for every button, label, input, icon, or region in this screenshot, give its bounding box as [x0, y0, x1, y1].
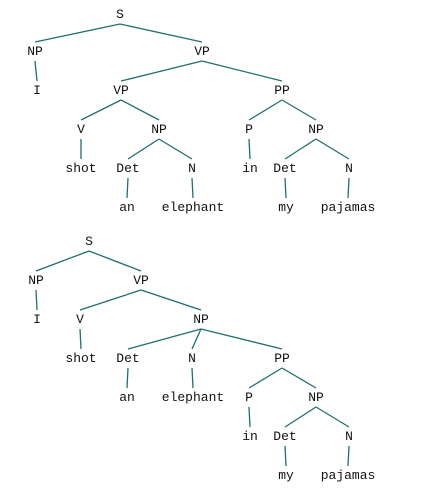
tree-edge: [347, 177, 350, 199]
word-in: in: [242, 161, 258, 176]
tree-edge: [79, 328, 82, 350]
tree-edge: [191, 367, 194, 389]
word-shot: shot: [65, 351, 96, 366]
word-shot: shot: [65, 161, 96, 176]
tree-edge: [120, 99, 160, 121]
tree-edge: [80, 99, 122, 121]
node-n: N: [345, 161, 353, 176]
node-det: Det: [273, 161, 296, 176]
tree-edge: [191, 177, 194, 199]
node-det: Det: [116, 351, 139, 366]
tree-edge: [248, 138, 251, 160]
tree-edge: [284, 177, 287, 199]
tree-edge: [201, 60, 283, 82]
node-v: V: [76, 312, 84, 327]
node-s: S: [85, 234, 93, 249]
node-s: S: [116, 7, 124, 22]
node-np: NP: [151, 122, 167, 137]
word-in: in: [242, 429, 258, 444]
tree-edge: [35, 250, 90, 272]
node-n: N: [188, 351, 196, 366]
word-elephant: elephant: [162, 390, 224, 405]
node-pp: PP: [274, 351, 290, 366]
word-my: my: [278, 200, 294, 215]
tree-edge: [191, 328, 202, 350]
tree-edge: [284, 138, 317, 160]
word-pajamas: pajamas: [321, 200, 376, 215]
tree-edge: [79, 289, 142, 311]
tree-edge: [248, 406, 251, 428]
word-elephant: elephant: [162, 200, 224, 215]
tree-edge: [347, 445, 350, 467]
tree-edge: [315, 406, 350, 428]
node-np: NP: [27, 44, 43, 59]
node-vp: VP: [133, 273, 149, 288]
tree-edge: [281, 99, 317, 121]
node-np: NP: [308, 390, 324, 405]
word-i: I: [33, 83, 41, 98]
node-det: Det: [116, 161, 139, 176]
node-p: P: [245, 390, 253, 405]
tree-edge: [126, 367, 129, 389]
parse-tree-1: I NP shot Van Det elephant N NP VP in Pmy Det pajama…: [27, 7, 375, 215]
node-pp: PP: [274, 83, 290, 98]
word-an: an: [119, 200, 135, 215]
tree-edge: [88, 250, 142, 272]
tree-edge: [127, 138, 160, 160]
node-n: N: [345, 429, 353, 444]
tree-edge: [284, 445, 287, 467]
node-vp: VP: [113, 83, 129, 98]
tree-edge: [248, 367, 283, 389]
tree-edge: [248, 99, 283, 121]
tree-edge: [281, 367, 317, 389]
tree-edge: [315, 138, 350, 160]
tree-edge: [284, 406, 317, 428]
tree-edge: [119, 23, 203, 43]
tree-edge: [140, 289, 202, 311]
node-np: NP: [308, 122, 324, 137]
tree-edge: [158, 138, 193, 160]
word-i: I: [33, 312, 41, 327]
node-np: NP: [193, 312, 209, 327]
node-det: Det: [273, 429, 296, 444]
node-vp: VP: [194, 44, 210, 59]
parse-tree-2: INPshotVanDetelephantNinPmyDetpajamasNNP…: [28, 234, 375, 483]
tree-edge: [127, 328, 202, 350]
node-n: N: [188, 161, 196, 176]
tree-edge: [200, 328, 283, 350]
tree-edge: [35, 289, 38, 311]
tree-edge: [120, 60, 203, 82]
tree-edge: [126, 177, 129, 199]
node-p: P: [245, 122, 253, 137]
word-pajamas: pajamas: [321, 468, 376, 483]
tree-edge: [34, 23, 121, 43]
node-v: V: [77, 122, 85, 137]
tree-edge: [34, 60, 38, 82]
word-an: an: [119, 390, 135, 405]
word-my: my: [278, 468, 294, 483]
node-np: NP: [28, 273, 44, 288]
